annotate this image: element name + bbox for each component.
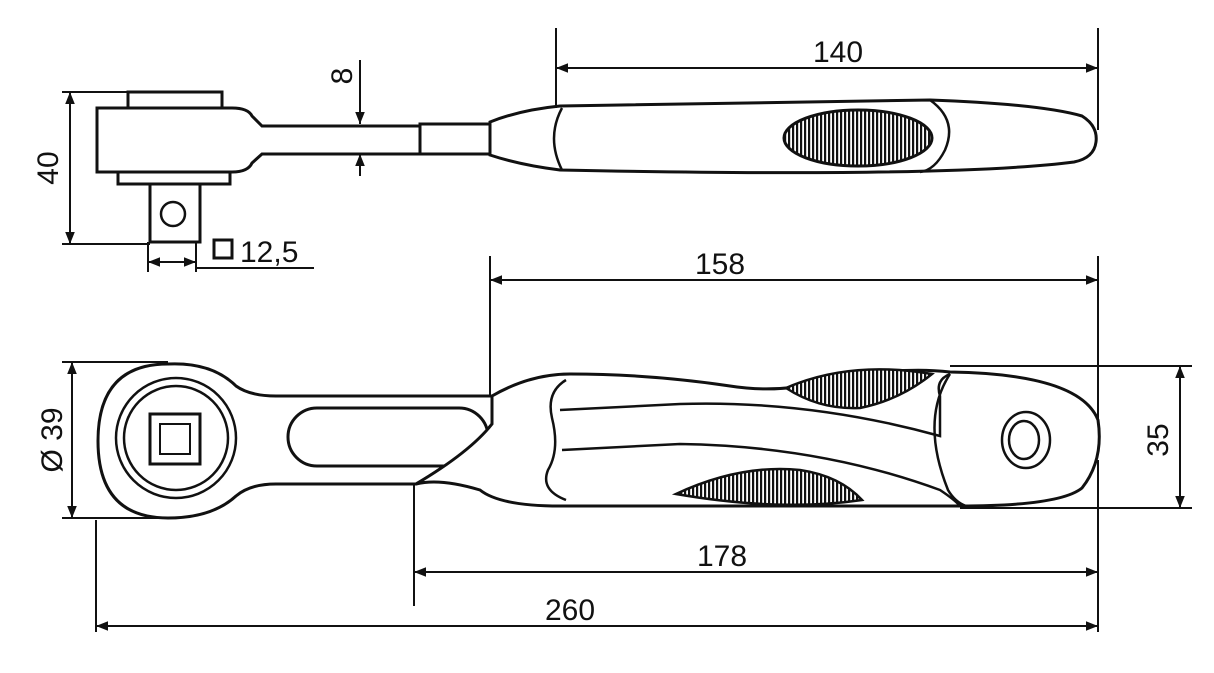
handle-inner-contour-left <box>544 378 567 502</box>
label-head-diameter: Ø 39 <box>36 407 69 472</box>
handle-end-contour <box>933 373 967 508</box>
head-body <box>95 106 422 174</box>
head-cap-bottom <box>116 170 232 186</box>
label-handle-length: 178 <box>697 540 747 573</box>
handle-upper-band <box>559 372 951 438</box>
plan-grip-pad-bottom <box>671 467 865 507</box>
handle-lower-band <box>561 442 961 507</box>
hang-hole-inner <box>1007 419 1041 461</box>
label-head-height: 40 <box>32 151 65 184</box>
side-grip-pad <box>782 108 934 168</box>
label-handle-offset-length: 158 <box>695 248 745 281</box>
drive-square <box>148 182 202 244</box>
plan-handle <box>415 368 1101 508</box>
label-top-handle-length: 140 <box>813 36 863 69</box>
side-handle-edge <box>552 107 564 171</box>
label-drive-square: 12,5 <box>240 236 298 269</box>
label-handle-width: 35 <box>1142 423 1175 456</box>
hang-hole-outer <box>1000 410 1052 470</box>
head-ring-outer <box>114 376 238 500</box>
drive-square-top <box>148 412 202 466</box>
side-view: 40 8 12,5 140 <box>32 28 1099 272</box>
drive-square-inner <box>159 423 191 455</box>
head-ring-inner <box>122 384 230 492</box>
label-shaft-thickness: 8 <box>326 68 359 85</box>
label-overall-length: 260 <box>545 594 595 627</box>
plan-grip-pad-top <box>783 368 935 410</box>
square-symbol-icon <box>212 238 234 260</box>
drive-ball <box>159 200 187 228</box>
side-handle-thumb-edge <box>919 98 951 174</box>
plan-view: Ø 39 158 35 178 260 <box>36 248 1192 632</box>
head-cap-top <box>126 90 224 110</box>
shaft-collar <box>418 122 492 156</box>
